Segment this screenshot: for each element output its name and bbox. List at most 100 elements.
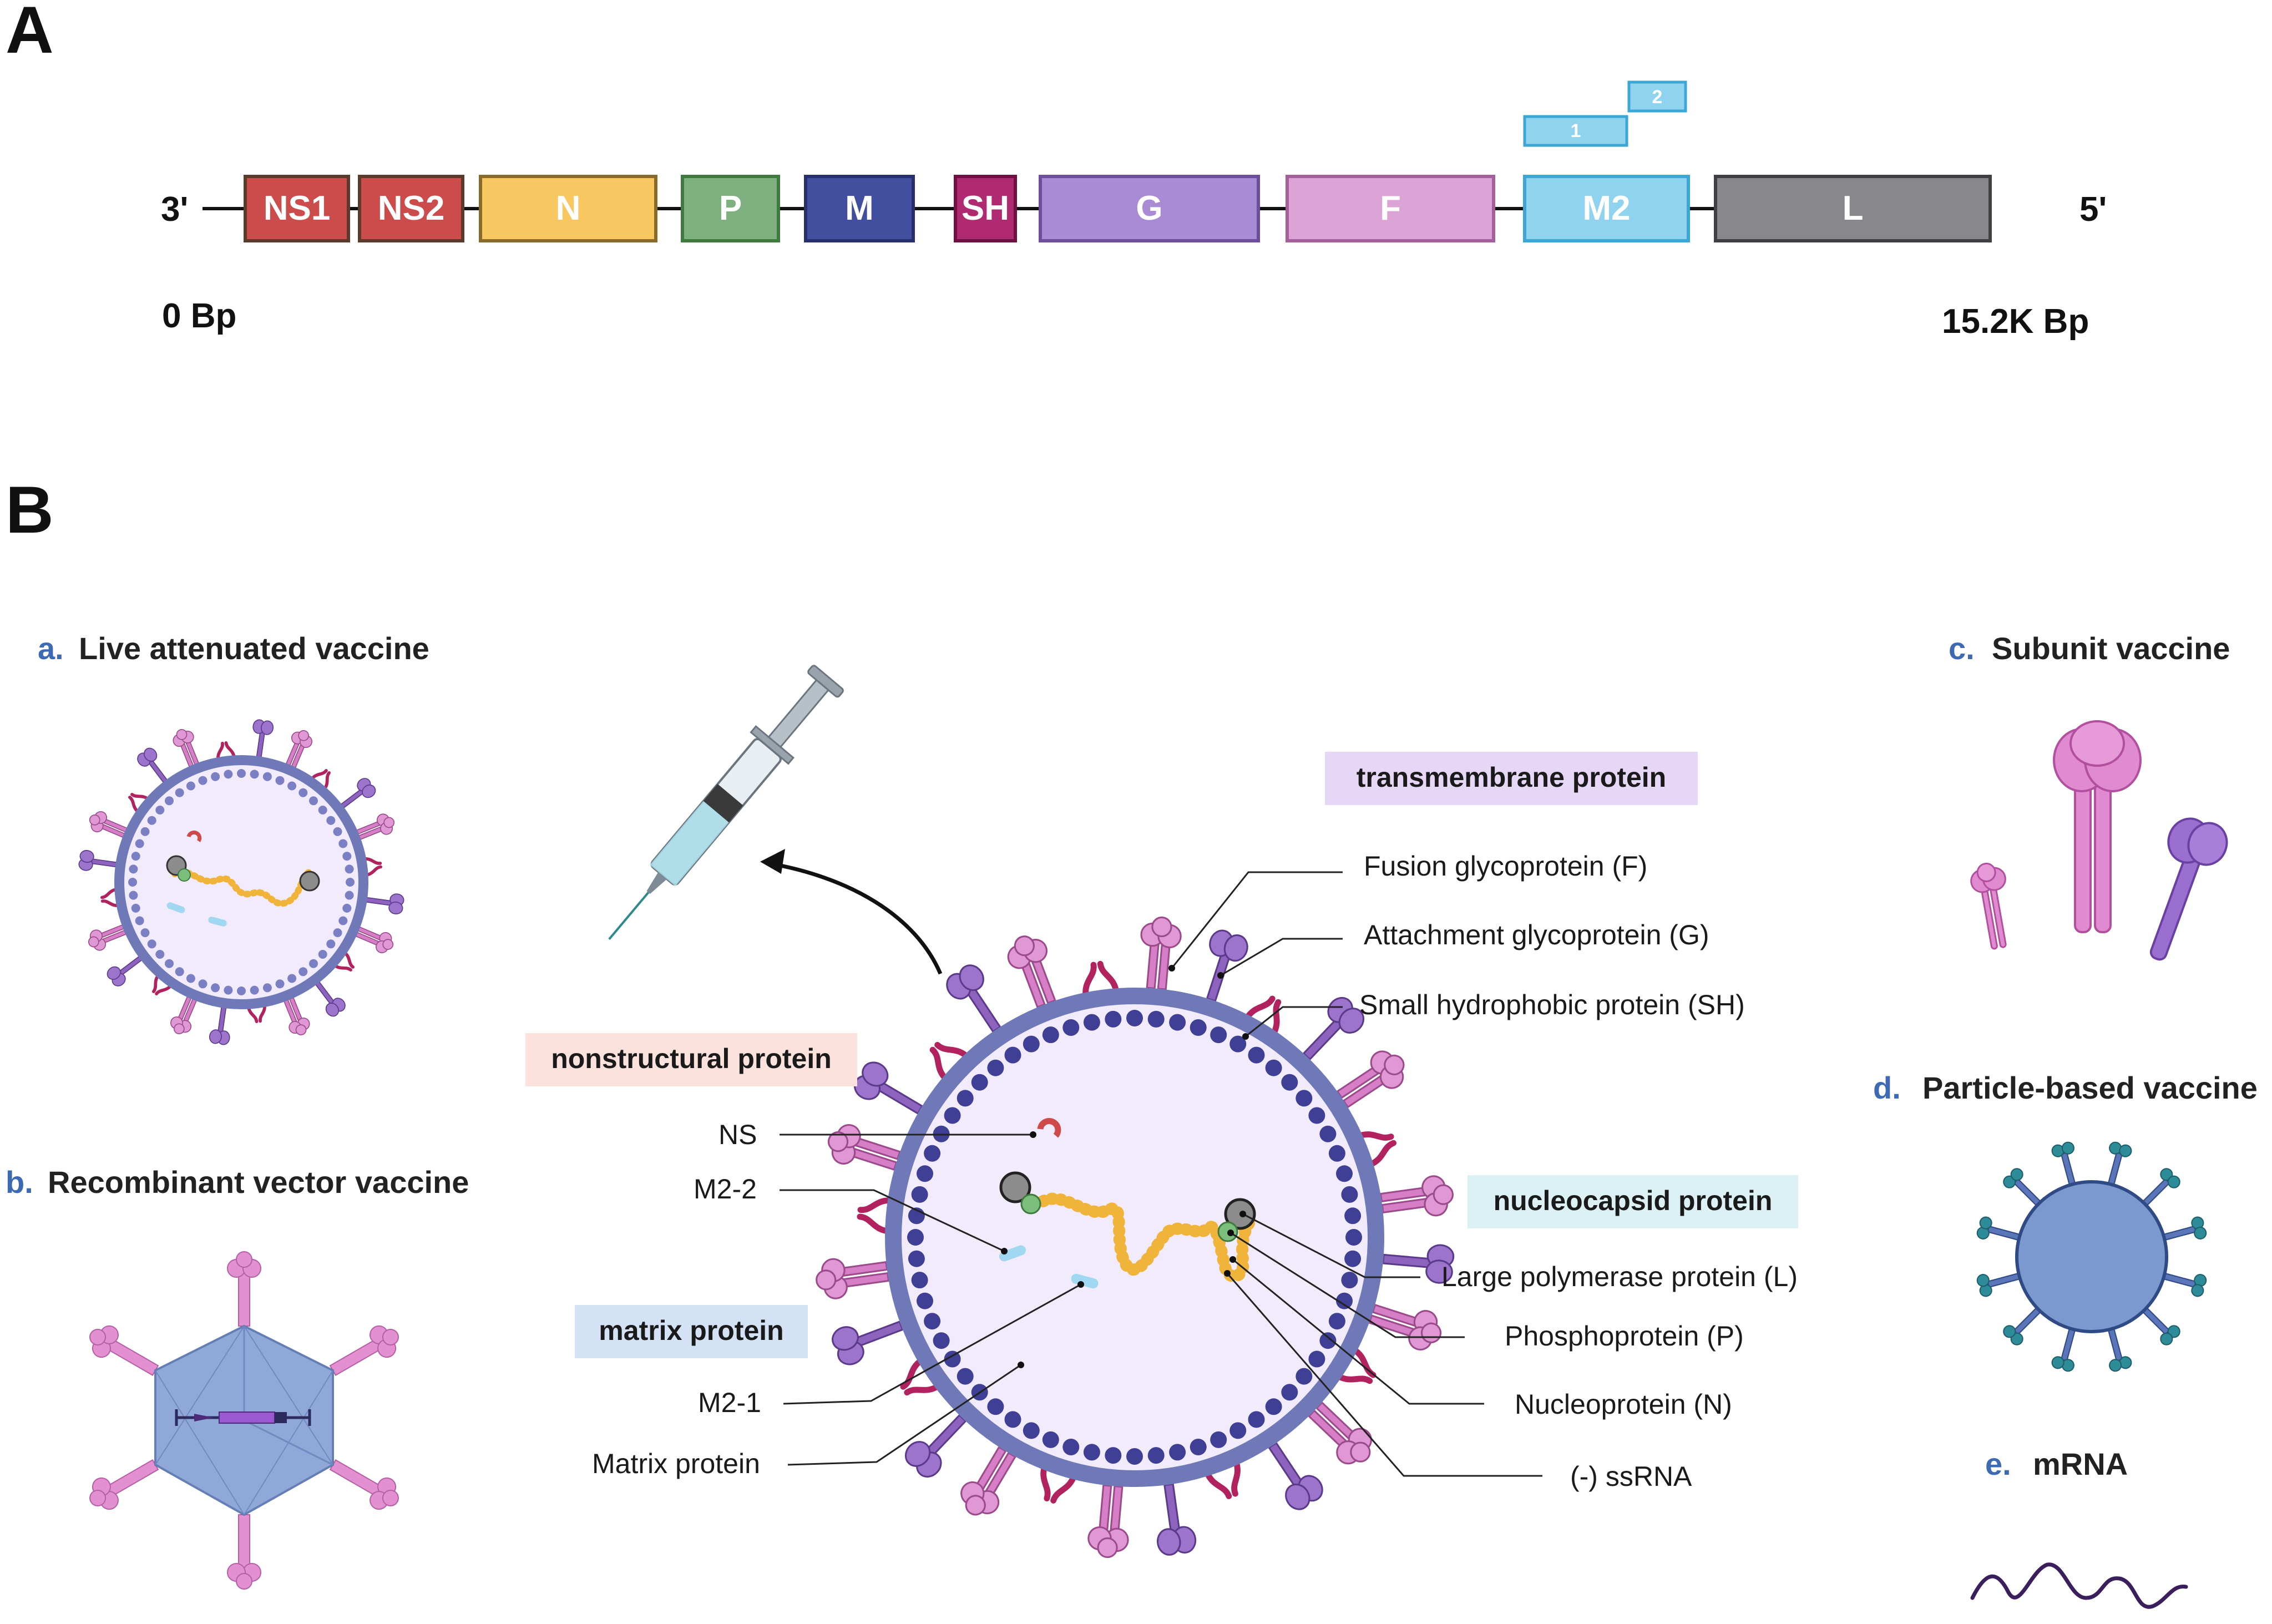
leader-m2-2	[780, 1189, 1005, 1252]
vector-spike	[227, 1251, 261, 1327]
leader-nucleoprotein	[1232, 1258, 1484, 1405]
gene-label-l: L	[1843, 189, 1864, 227]
callout-fusion: Fusion glycoprotein (F)	[1364, 851, 1647, 882]
matrix-protein-dot	[342, 852, 352, 861]
callout-phosphoprotein: Phosphoprotein (P)	[1505, 1321, 1744, 1352]
surface-fprot	[1136, 914, 1183, 991]
vaccine-b-title: Recombinant vector vaccine	[48, 1165, 469, 1200]
matrix-protein-dot	[338, 839, 348, 848]
matrix-protein-dot	[1248, 1411, 1265, 1428]
matrix-protein-dot	[1042, 1431, 1059, 1448]
m2-orf1-label: 1	[1571, 120, 1581, 141]
matrix-protein-dot	[933, 1332, 950, 1349]
matrix-protein-dot	[186, 974, 195, 983]
matrix-protein-dot	[129, 864, 138, 874]
matrix-protein-dot	[186, 781, 195, 791]
vaccine-b-letter: b.	[6, 1165, 33, 1200]
callout-m2-2: M2-2	[694, 1173, 757, 1205]
gene-box-m	[804, 175, 915, 242]
surface-fprot	[1378, 1172, 1456, 1224]
vaccine-e-letter: e.	[1985, 1446, 2011, 1481]
surface-fprot	[279, 995, 313, 1039]
matrix-label: matrix protein	[599, 1315, 783, 1346]
nucleocapsid-label: nucleocapsid protein	[1494, 1185, 1773, 1216]
leader-attachment	[1220, 938, 1343, 977]
gene-box-p	[681, 175, 780, 242]
matrix-protein-dot	[165, 959, 174, 968]
surface-fprot	[84, 919, 129, 954]
vector-spike	[82, 1318, 164, 1385]
matrix-protein-dot	[1344, 1250, 1362, 1267]
matrix-protein-dot	[1336, 1165, 1353, 1182]
leader-ssrna	[1226, 1273, 1542, 1477]
syringe	[608, 665, 844, 940]
vaccine-a-title: Live attenuated vaccine	[79, 631, 429, 666]
matrix-protein-dot	[131, 903, 140, 913]
matrix-protein-dot	[224, 770, 233, 779]
matrix-protein-dot	[957, 1090, 974, 1107]
matrix-protein-dot	[140, 928, 150, 938]
gene-label-g: G	[1136, 189, 1162, 227]
matrix-protein-dot	[1004, 1046, 1021, 1064]
matrix-protein-dot	[237, 769, 246, 778]
matrix-protein-dot	[135, 839, 144, 848]
matrix-protein-dot	[907, 1229, 924, 1246]
matrix-protein-dot	[1062, 1439, 1080, 1455]
surface-fprot	[1086, 1483, 1134, 1560]
matrix-protein-dot	[1062, 1019, 1080, 1036]
matrix-protein-dot	[1169, 1014, 1186, 1031]
matrix-protein-dot	[318, 950, 327, 959]
particle-based-vlp	[1975, 1140, 2208, 1373]
matrix-protein-dot	[135, 916, 144, 925]
vector-spike	[324, 1450, 407, 1517]
matrix-protein-dot	[298, 967, 308, 977]
matrix-protein-dot	[333, 928, 342, 938]
mrna-strand	[1970, 1562, 2188, 1609]
genome-3prime-label: 3'	[161, 190, 188, 229]
matrix-protein-dot	[165, 796, 174, 806]
matrix-protein-dot	[1296, 1090, 1313, 1107]
nucleocapsid-chain	[1037, 1192, 1260, 1283]
matrix-protein-dot	[987, 1398, 1004, 1415]
surface-fprot	[1001, 929, 1066, 1012]
callout-small-hydrophobic: Small hydrophobic protein (SH)	[1359, 989, 1745, 1020]
matrix-protein-dot	[345, 864, 354, 874]
matrix-protein-dot	[1210, 1431, 1227, 1448]
matrix-protein-dot	[1169, 1444, 1186, 1461]
gene-label-m: M	[845, 189, 874, 227]
particle-spike	[2160, 1264, 2208, 1298]
nonstructural-label: nonstructural protein	[551, 1043, 832, 1074]
gene-box-sh	[954, 175, 1017, 242]
particle-spike	[2050, 1325, 2084, 1373]
gene-label-sh: SH	[962, 189, 1009, 227]
surface-gprot	[208, 1005, 234, 1046]
matrix-protein-dot	[140, 827, 150, 836]
gene-box-n	[479, 175, 657, 242]
vector-spike	[324, 1318, 407, 1385]
matrix-protein-dot	[1328, 1145, 1345, 1162]
surface-fprot	[354, 810, 398, 845]
matrix-protein-dot	[345, 891, 354, 900]
matrix-protein-dot	[1126, 1448, 1143, 1465]
matrix-protein-dot	[287, 781, 297, 791]
matrix-protein-dot	[129, 891, 138, 900]
leader-fusion	[1171, 871, 1343, 969]
surface-fprot	[813, 1251, 891, 1302]
matrix-protein-dot	[1083, 1444, 1100, 1461]
m2-orf2-box	[1627, 80, 1687, 113]
nucleocapsid-box	[1468, 1175, 1798, 1228]
matrix-protein-dot	[275, 979, 285, 989]
m2-orf2-label: 2	[1652, 87, 1663, 108]
matrix-protein-dot	[198, 776, 208, 785]
callout-matrix-protein: Matrix protein	[592, 1448, 760, 1479]
matrix-protein-dot	[1265, 1398, 1282, 1415]
matrix-protein-dot	[147, 939, 156, 949]
leader-phosphoprotein	[1230, 1232, 1465, 1338]
matrix-protein-dot	[198, 979, 208, 989]
matrix-protein-dot	[131, 852, 140, 861]
particle-spike	[1975, 1215, 2023, 1249]
vaccine-d-title: Particle-based vaccine	[1922, 1070, 2258, 1105]
vector-spike	[227, 1514, 261, 1590]
vector-insert-gene	[219, 1411, 275, 1424]
matrix-protein-dot	[175, 788, 184, 797]
